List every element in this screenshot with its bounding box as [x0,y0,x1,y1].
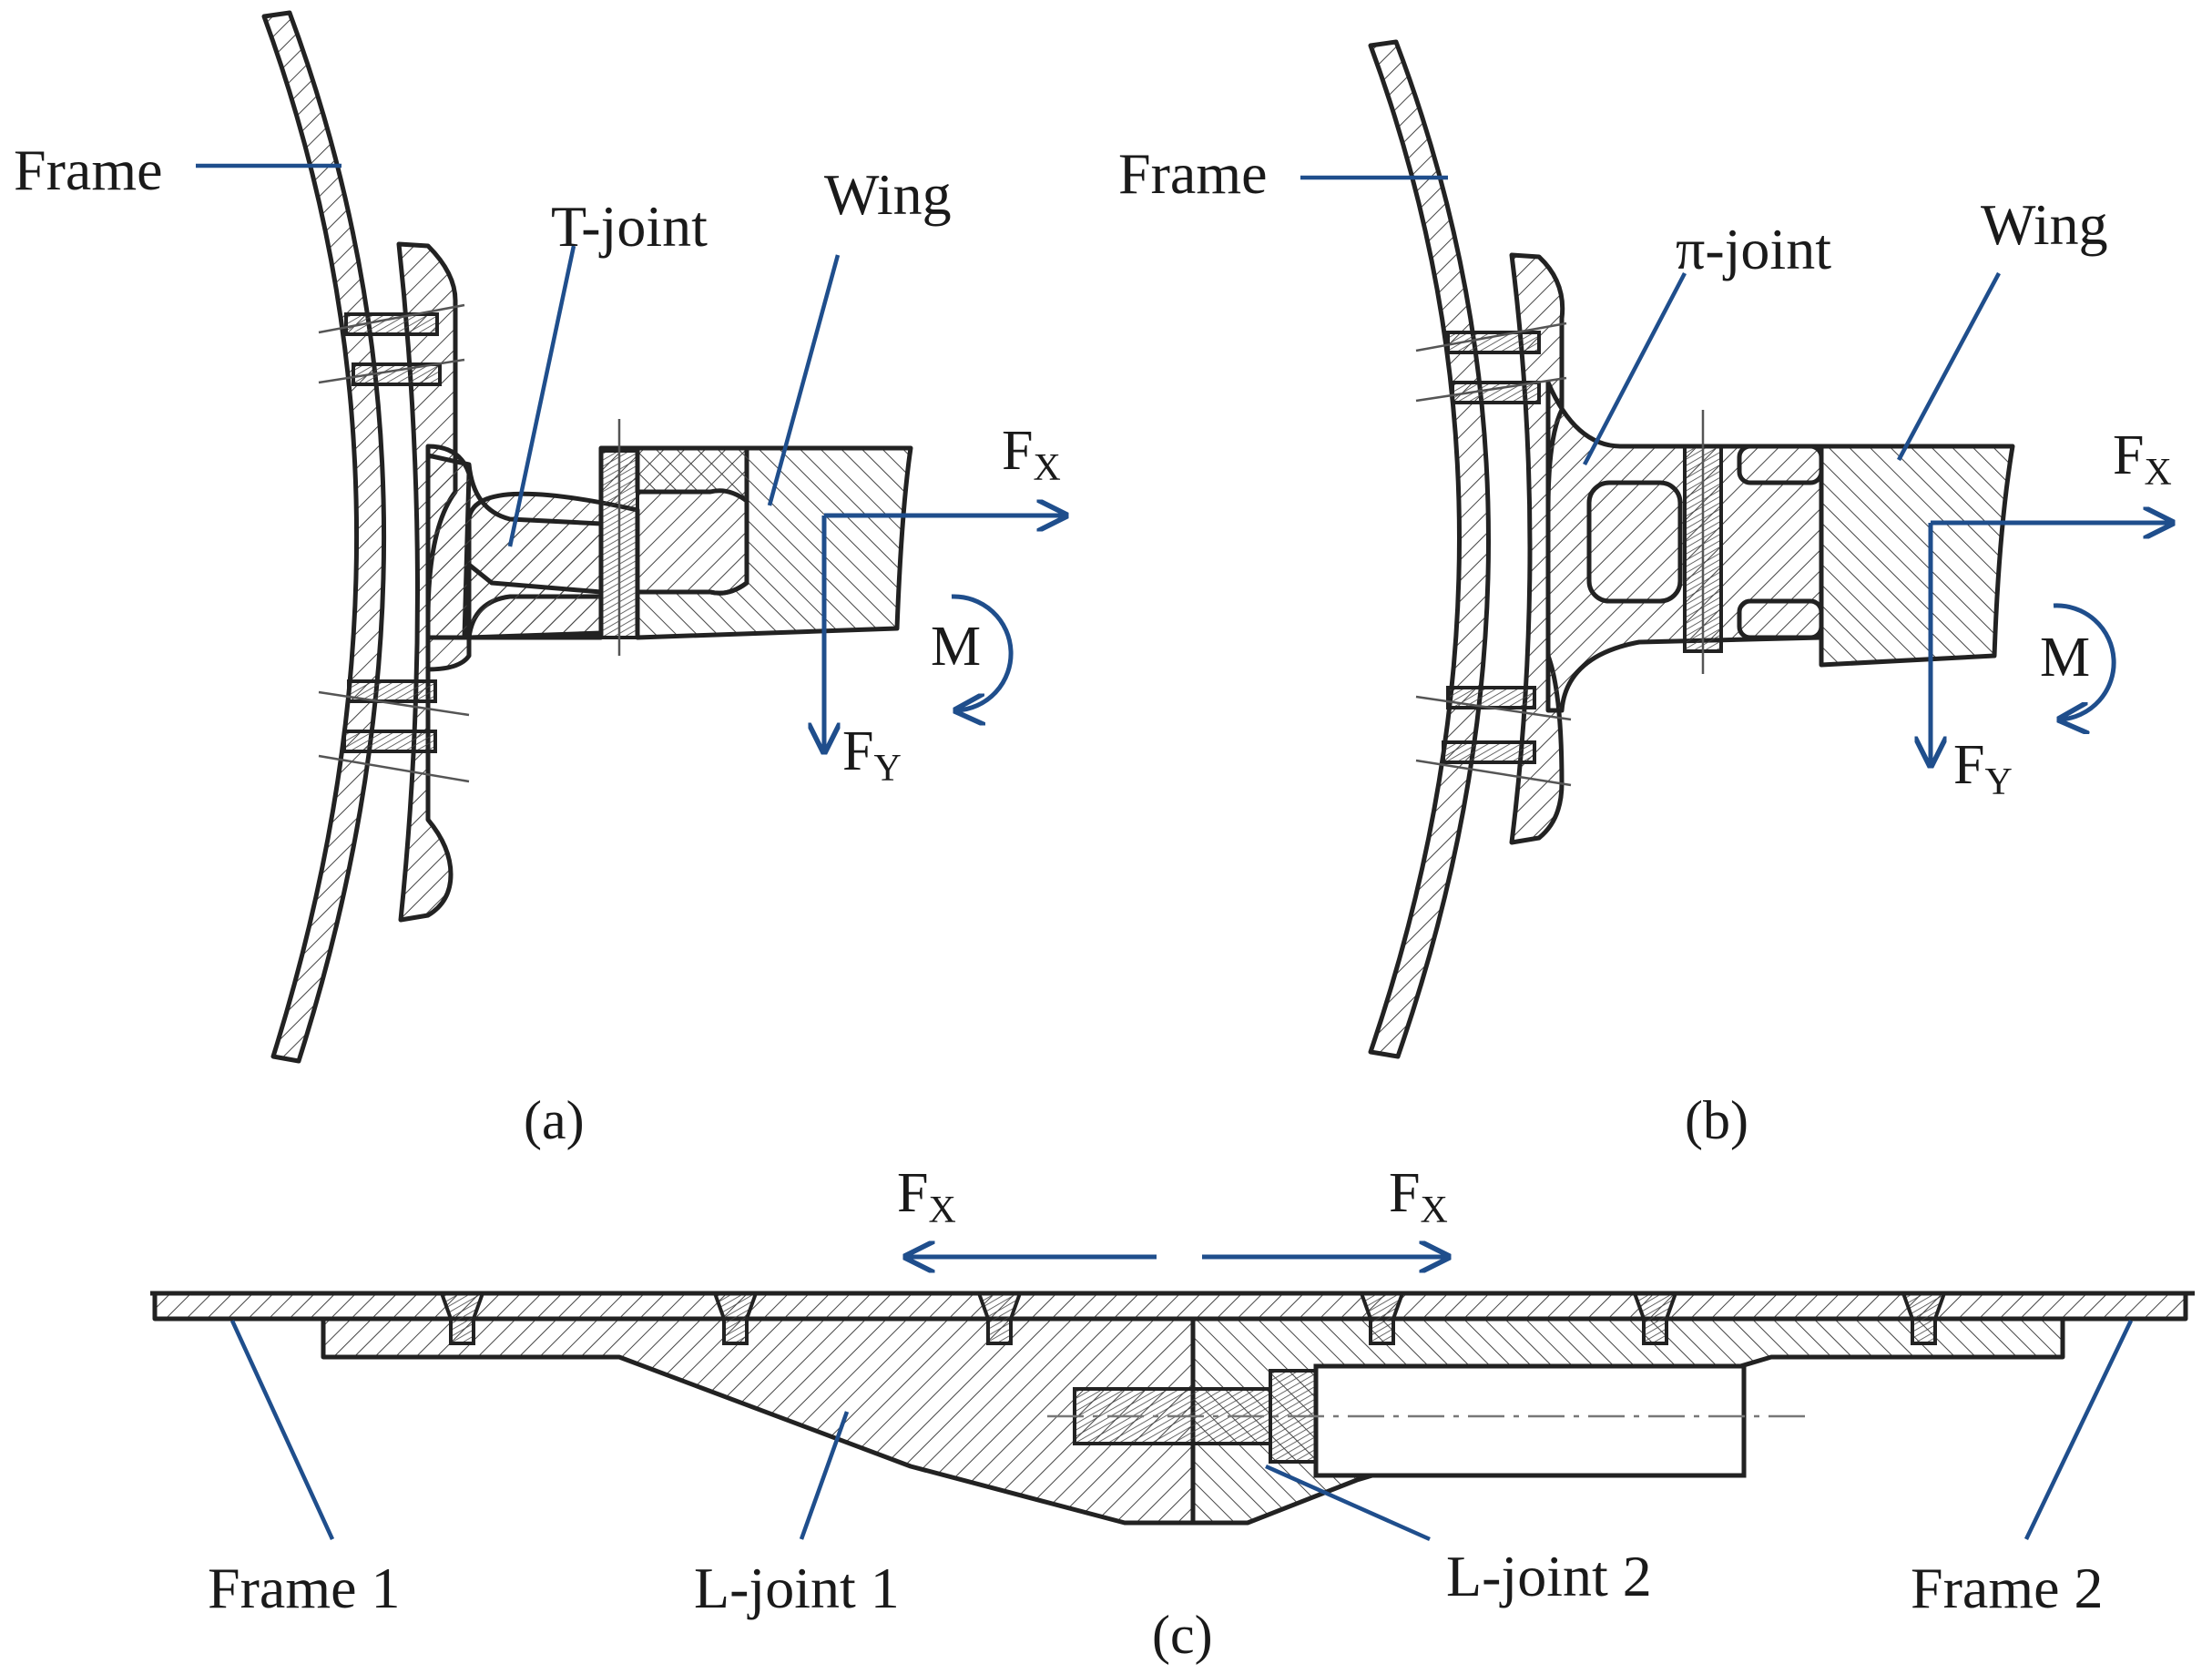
l-joint-1-label: L-joint 1 [694,1556,900,1620]
frame-1-label: Frame 1 [208,1556,401,1620]
wing-label-a: Wing [824,162,952,227]
panel-c: FX FX Frame 1 L-joint 1 L-joint 2 Frame … [150,1162,2195,1665]
frame-2-label: Frame 2 [1911,1556,2104,1620]
wing-a [635,445,913,640]
rivets-c [439,1291,1947,1345]
frame-label-b: Frame [1118,141,1268,206]
fx-right-label-c: FX [1389,1162,1448,1231]
frame-skin-a [261,10,387,1064]
fy-label-b: FY [1953,734,2013,803]
fx-label-a: FX [1002,420,1061,489]
l-joint-2-label: L-joint 2 [1446,1544,1652,1608]
frame-skin-b [1368,39,1491,1059]
wing-b [1819,444,2015,668]
moment-label-a: M [931,616,981,678]
frame-bolts-a [318,303,470,783]
pi-joint-label: π-joint [1676,217,1831,281]
frame-label-a: Frame [14,138,163,202]
caption-c: (c) [1152,1605,1213,1665]
panel-b: Frame π-joint Wing FX FY M (b) [1118,39,2172,1150]
frame-bolts-b [1415,322,1572,787]
moment-label-b: M [2040,627,2090,689]
t-joint-label: T-joint [551,194,708,259]
fy-label-a: FY [842,720,902,790]
caption-a: (a) [524,1090,585,1150]
l-joint-1 [321,1316,1196,1526]
fx-left-label-c: FX [897,1162,956,1231]
panel-a: Frame T-joint Wing FX FY M (a) [14,10,1065,1150]
fx-label-b: FX [2113,424,2172,494]
wing-label-b: Wing [1981,192,2108,257]
caption-b: (b) [1685,1090,1748,1150]
pi-joint-pocket [1586,480,1683,604]
l-joint-2-cavity [1313,1363,1747,1478]
